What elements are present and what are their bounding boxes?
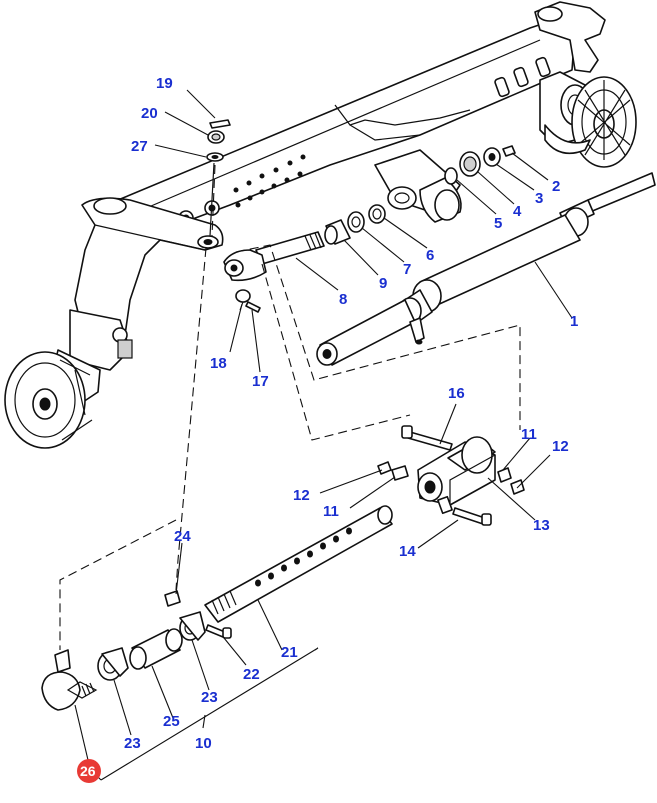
callout-11-left: 11 (323, 503, 339, 520)
cylinder-anchor-bracket (377, 425, 525, 526)
steering-cylinder (316, 172, 656, 366)
callout-12-left: 12 (293, 487, 310, 504)
callout-27: 27 (131, 138, 148, 155)
callout-2: 2 (552, 178, 560, 195)
callout-21: 21 (281, 644, 298, 661)
callout-labels: 19 20 27 2 3 4 5 6 7 9 8 1 18 17 16 11 1… (77, 75, 578, 783)
track-rod-tube (204, 505, 393, 623)
track-rod-holes (255, 527, 352, 587)
callout-10: 10 (195, 735, 212, 752)
right-steering-knuckle (539, 71, 637, 168)
callout-1: 1 (570, 313, 578, 330)
callout-23-lower: 23 (124, 735, 141, 752)
cylinder-seal-kit (324, 145, 516, 245)
callout-19: 19 (156, 75, 173, 92)
pivot-pin-assembly (223, 231, 325, 313)
callout-23-upper: 23 (201, 689, 218, 706)
callout-16: 16 (448, 385, 465, 402)
left-steering-knuckle (4, 197, 224, 449)
callout-18: 18 (210, 355, 227, 372)
callout-13: 13 (533, 517, 550, 534)
leader-lines (59, 89, 573, 781)
callout-6: 6 (426, 247, 434, 264)
callout-26-highlight (77, 759, 101, 783)
callout-9: 9 (379, 275, 387, 292)
callout-26: 26 (80, 763, 96, 779)
callout-14: 14 (399, 543, 416, 560)
callout-24: 24 (174, 528, 191, 545)
callout-20: 20 (141, 105, 158, 122)
callout-12-right: 12 (552, 438, 569, 455)
callout-25: 25 (163, 713, 180, 730)
tie-rod-end-parts (41, 590, 232, 711)
callout-4: 4 (513, 203, 522, 220)
callout-17: 17 (252, 373, 269, 390)
callout-22: 22 (243, 666, 260, 683)
callout-5: 5 (494, 215, 502, 232)
top-link-fixings (197, 119, 231, 249)
callout-11-right: 11 (521, 426, 537, 443)
callout-3: 3 (535, 190, 543, 207)
axle-beam (117, 1, 606, 236)
callout-7: 7 (403, 261, 411, 278)
callout-8: 8 (339, 291, 347, 308)
beam-holes (233, 154, 306, 208)
